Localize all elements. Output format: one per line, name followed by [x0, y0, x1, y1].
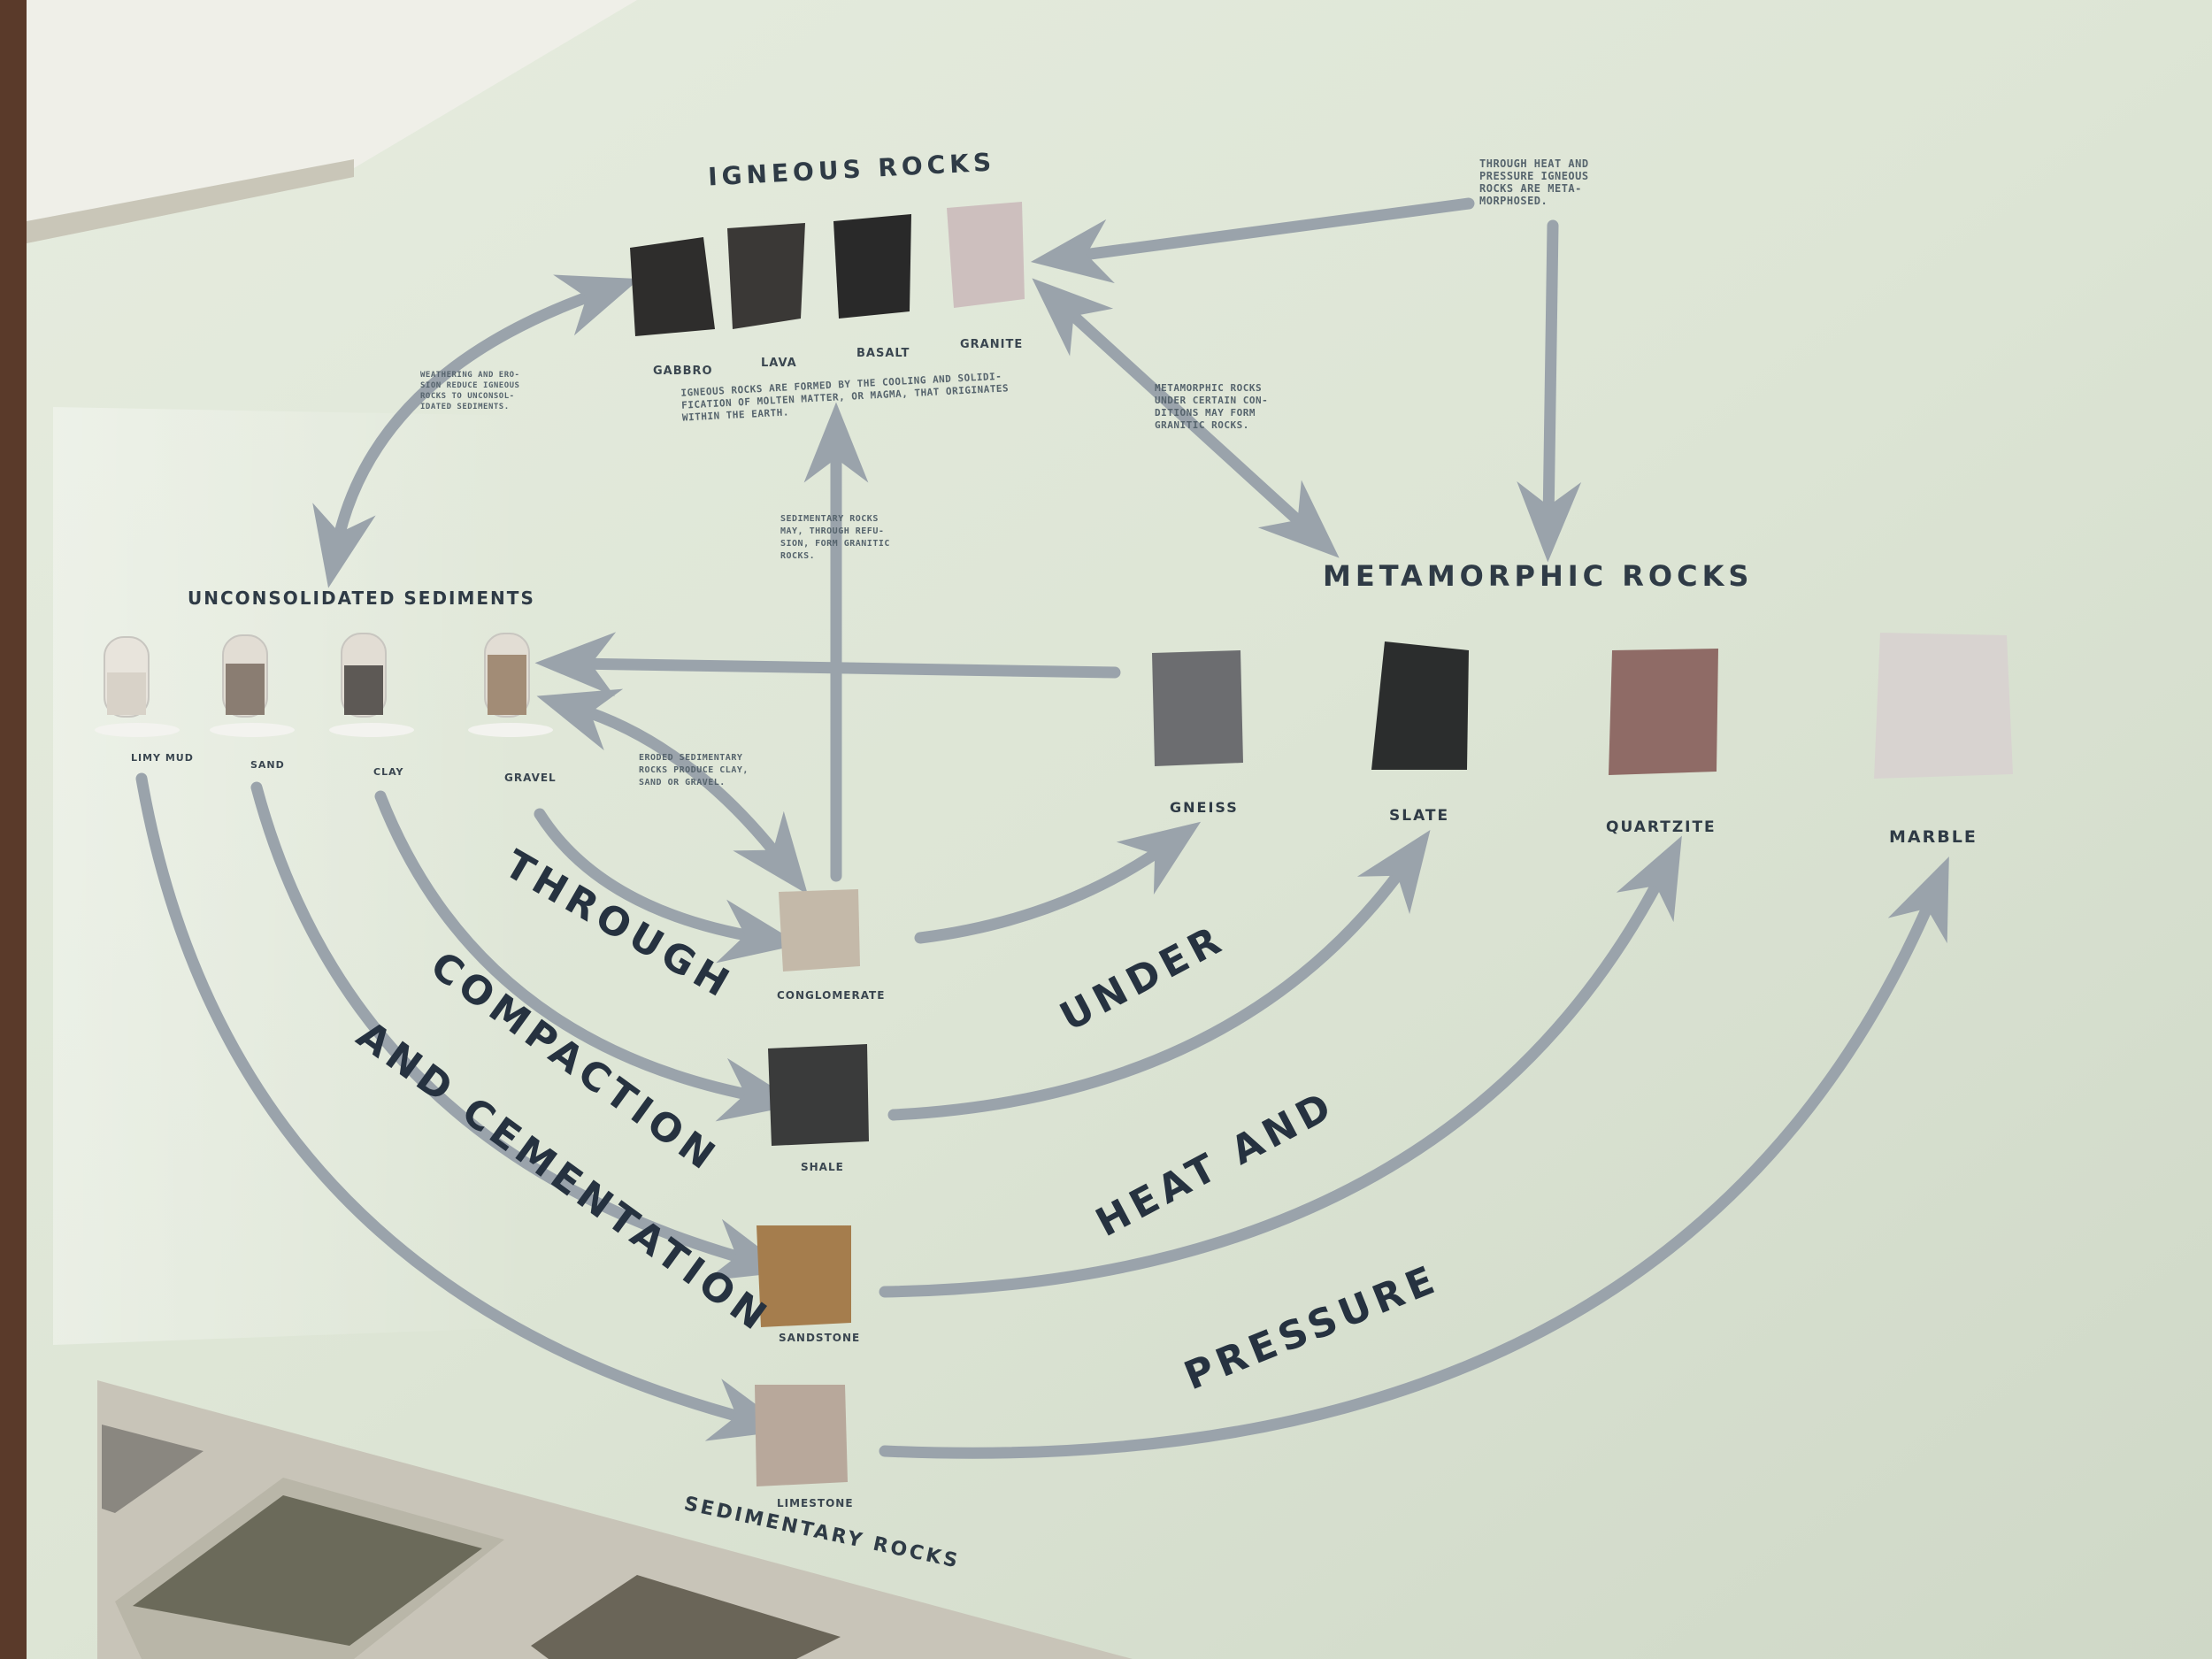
heading-metamorphic-rocks: METAMORPHIC ROCKS	[1323, 559, 1753, 593]
label-gabbro: GABBRO	[653, 365, 713, 378]
note-sed-refusion: SEDIMENTARY ROCKS MAY, THROUGH REFU- SIO…	[780, 513, 890, 563]
label-quartzite: QUARTZITE	[1606, 818, 1717, 836]
specimen-quartzite	[1609, 649, 1718, 775]
label-shale: SHALE	[801, 1161, 844, 1173]
heading-unconsolidated-sediments: UNCONSOLIDATED SEDIMENTS	[188, 588, 535, 609]
specimen-limestone	[755, 1385, 848, 1486]
specimen-gneiss	[1152, 650, 1243, 766]
label-marble: MARBLE	[1889, 827, 1978, 847]
label-limy-mud: LIMY MUD	[131, 752, 194, 764]
specimen-conglomerate	[779, 889, 860, 972]
specimen-granite	[947, 202, 1025, 308]
label-sandstone: SANDSTONE	[779, 1332, 860, 1344]
label-limestone: LIMESTONE	[777, 1497, 854, 1509]
label-granite: GRANITE	[960, 338, 1023, 351]
specimen-slate	[1371, 641, 1469, 770]
label-sand: SAND	[250, 759, 285, 771]
specimen-shale	[768, 1044, 869, 1146]
specimen-marble	[1874, 633, 2013, 779]
label-gneiss: GNEISS	[1170, 799, 1239, 816]
label-gravel: GRAVEL	[504, 772, 557, 784]
specimen-gabbro	[630, 237, 715, 336]
note-heat-pressure: THROUGH HEAT AND PRESSURE IGNEOUS ROCKS …	[1479, 157, 1589, 207]
arrow-igneous-to-metamorphic-down	[1548, 226, 1553, 522]
specimen-lava	[727, 223, 805, 329]
case-frame-left	[0, 0, 27, 1659]
note-eroded: ERODED SEDIMENTARY ROCKS PRODUCE CLAY, S…	[639, 752, 749, 789]
label-basalt: BASALT	[856, 347, 910, 360]
label-slate: SLATE	[1389, 807, 1449, 825]
label-clay: CLAY	[373, 766, 404, 778]
specimen-basalt	[833, 214, 911, 319]
label-conglomerate: CONGLOMERATE	[777, 989, 885, 1002]
note-weathering: WEATHERING AND ERO- SION REDUCE IGNEOUS …	[420, 370, 519, 412]
label-lava: LAVA	[761, 357, 797, 370]
note-meta-granitic: METAMORPHIC ROCKS UNDER CERTAIN CON- DIT…	[1155, 382, 1268, 432]
